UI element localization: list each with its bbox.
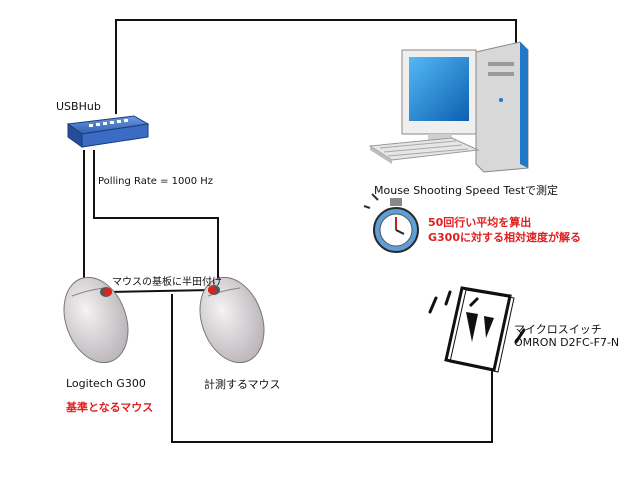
usb-hub-icon [66, 115, 150, 148]
usb-hub-label: USBHub [56, 100, 101, 113]
reference-mouse-note: 基準となるマウス [66, 401, 154, 414]
switch-label-line1: マイクロスイッチ [514, 323, 602, 336]
reference-mouse-label: Logitech G300 [66, 377, 146, 390]
micro-switch-icon [428, 286, 526, 373]
mouse-icon [63, 276, 129, 364]
polling-rate-label: Polling Rate = 1000 Hz [98, 176, 214, 187]
pc-label: Mouse Shooting Speed Testで測定 [374, 184, 559, 197]
desktop-computer-icon [368, 41, 529, 173]
test-mouse-label: 計測するマウス [204, 378, 281, 391]
wire-to-switch [171, 294, 493, 443]
mouse-icon [199, 276, 265, 364]
stopwatch-icon [363, 193, 419, 253]
switch-label-line2: OMRON D2FC-F7-N [514, 336, 620, 349]
stopwatch-note-line1: 50回行い平均を算出 [428, 216, 532, 229]
wire-solder-bridge [107, 289, 213, 293]
wire-hub-to-pc [115, 19, 517, 114]
stopwatch-note-line2: G300に対する相対速度が解る [428, 231, 581, 244]
wires [83, 19, 517, 443]
solder-label: マウスの基板に半田付け [112, 277, 222, 288]
wire-hub-to-test-mouse [93, 150, 219, 282]
